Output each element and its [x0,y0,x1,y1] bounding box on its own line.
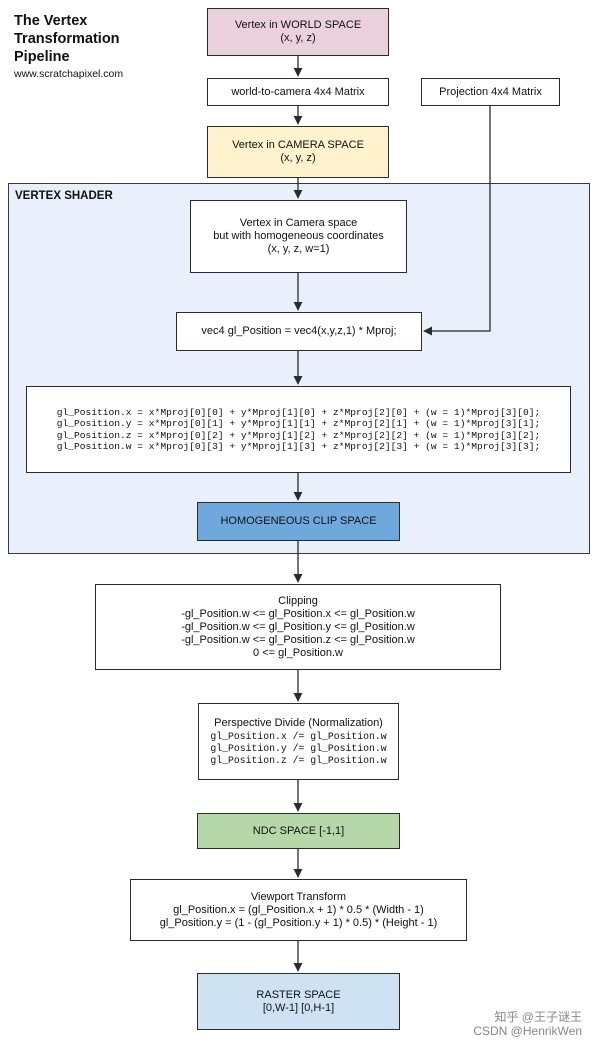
projection-matrix-node: Projection 4x4 Matrix [421,78,560,106]
title-line: Transformation [14,31,120,47]
raster-space-node: RASTER SPACE [0,W-1] [0,H-1] [197,973,400,1030]
clipping-node: Clipping -gl_Position.w <= gl_Position.x… [95,584,501,670]
code-line: gl_Position.z /= gl_Position.w [210,754,387,766]
code-line: gl_Position.y /= gl_Position.w [210,742,387,754]
node-line: gl_Position.x = (gl_Position.x + 1) * 0.… [173,903,424,916]
node-line: Vertex in Camera space [239,217,358,229]
node-line: (x, y, z) [280,152,316,164]
node-line: (x, y, z, w=1) [267,243,330,255]
node-line: [0,W-1] [0,H-1] [262,1001,335,1014]
homogeneous-coords-node: Vertex in Camera space but with homogene… [190,200,407,273]
node-line: NDC SPACE [-1,1] [252,824,345,837]
gl-position-node: vec4 gl_Position = vec4(x,y,z,1) * Mproj… [176,312,422,351]
node-line: but with homogeneous coordinates [213,230,384,242]
code-line: gl_Position.z = x*Mproj[0][2] + y*Mproj[… [56,429,541,441]
viewport-transform-node: Viewport Transform gl_Position.x = (gl_P… [130,879,467,941]
node-line: world-to-camera 4x4 Matrix [231,85,365,98]
node-title: Perspective Divide (Normalization) [214,716,383,729]
vertex-shader-title: VERTEX SHADER [15,190,113,202]
diagram-title: The Vertex Transformation Pipeline [14,12,184,66]
node-line: (x, y, z) [280,32,316,44]
title-line: Pipeline [14,49,70,65]
watermark-line: CSDN @HenrikWen [473,1024,582,1038]
node-line: -gl_Position.w <= gl_Position.y <= gl_Po… [181,620,415,633]
code-line: gl_Position.x /= gl_Position.w [210,730,387,742]
camera-space-node: Vertex in CAMERA SPACE (x, y, z) [207,126,389,178]
node-line: Projection 4x4 Matrix [439,85,542,98]
node-line: vec4 gl_Position = vec4(x,y,z,1) * Mproj… [201,325,397,337]
node-line: HOMOGENEOUS CLIP SPACE [220,515,377,527]
site-url: www.scratchapixel.com [14,68,124,80]
node-line: gl_Position.y = (1 - (gl_Position.y + 1)… [159,916,438,929]
ndc-space-node: NDC SPACE [-1,1] [197,813,400,849]
world-to-camera-matrix-node: world-to-camera 4x4 Matrix [207,78,389,106]
clip-space-node: HOMOGENEOUS CLIP SPACE [197,502,400,541]
matrix-code-node: gl_Position.x = x*Mproj[0][0] + y*Mproj[… [26,386,571,473]
node-line: Clipping [278,594,318,607]
perspective-divide-node: Perspective Divide (Normalization) gl_Po… [198,703,399,780]
node-line: Vertex in CAMERA SPACE [232,139,364,151]
node-line: -gl_Position.w <= gl_Position.x <= gl_Po… [181,607,415,620]
node-line: Viewport Transform [250,890,347,903]
code-line: gl_Position.w = x*Mproj[0][3] + y*Mproj[… [56,440,541,452]
node-line: 0 <= gl_Position.w [253,646,343,659]
watermark: 知乎 @王子谜王 CSDN @HenrikWen [473,1010,582,1038]
watermark-line: 知乎 @王子谜王 [494,1010,582,1024]
code-line: gl_Position.x = x*Mproj[0][0] + y*Mproj[… [56,407,541,419]
node-line: Vertex in WORLD SPACE [234,19,362,31]
world-space-node: Vertex in WORLD SPACE (x, y, z) [207,8,389,56]
node-line: -gl_Position.w <= gl_Position.z <= gl_Po… [181,633,415,646]
arrow-projection-to-glposition [423,106,491,336]
node-line: RASTER SPACE [256,988,341,1001]
title-line: The Vertex [14,13,88,29]
code-line: gl_Position.y = x*Mproj[0][1] + y*Mproj[… [56,418,541,430]
